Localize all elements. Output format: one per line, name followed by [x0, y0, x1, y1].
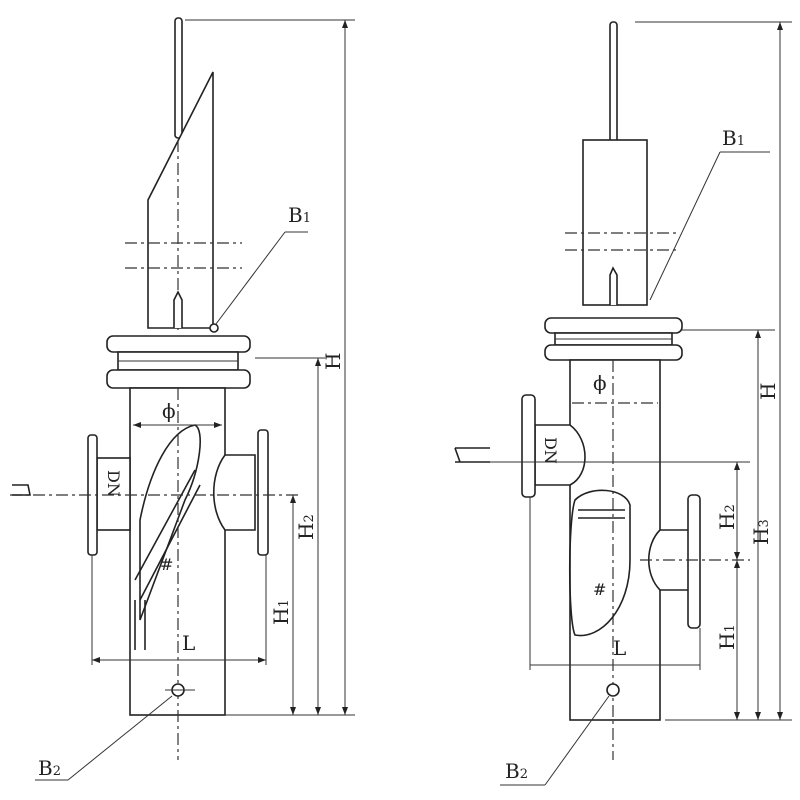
right-inlet-flange	[521, 394, 536, 498]
left-bottom-flange	[106, 369, 251, 389]
right-phi-label: ϕ	[593, 371, 607, 395]
left-h1-label: H1	[269, 599, 293, 625]
right-h-label: H	[756, 383, 780, 400]
left-l-label: L	[182, 631, 195, 655]
right-l-label: L	[613, 636, 626, 660]
left-h-label: H	[321, 353, 345, 370]
left-inlet-pipe	[96, 457, 131, 531]
left-b1-label: B1	[288, 203, 311, 227]
right-b2-label: B2	[505, 759, 528, 783]
left-b2-label: B2	[38, 756, 61, 780]
left-outlet-flange	[257, 429, 269, 556]
right-filter-drawing: # DN B2 B1 ϕ L H H3 H2	[454, 21, 792, 786]
svg-text:#: #	[160, 555, 173, 574]
right-h3-label: H3	[749, 519, 773, 545]
right-outlet-flange	[687, 494, 701, 629]
right-body	[569, 359, 661, 721]
right-b1-label: B1	[722, 126, 745, 150]
right-h1-label: H1	[715, 624, 739, 650]
left-stem-rod	[174, 17, 183, 139]
left-top-flange	[106, 335, 251, 353]
right-bottom-flange	[544, 344, 683, 361]
right-inlet-pipe	[534, 424, 586, 486]
left-filter-drawing: # DN B2 B1 ϕ L	[10, 17, 355, 781]
right-drain-b2	[606, 683, 620, 697]
left-outlet-pipe	[212, 454, 256, 531]
left-dn-label: DN	[104, 470, 123, 497]
right-dn-label: DN	[541, 437, 560, 464]
right-stem-rod	[609, 21, 618, 145]
svg-text:#: #	[593, 580, 606, 599]
right-top-flange	[544, 317, 683, 334]
left-phi-label: ϕ	[162, 399, 176, 423]
right-h2-label: H2	[715, 504, 739, 530]
left-h2-label: H2	[294, 514, 318, 540]
